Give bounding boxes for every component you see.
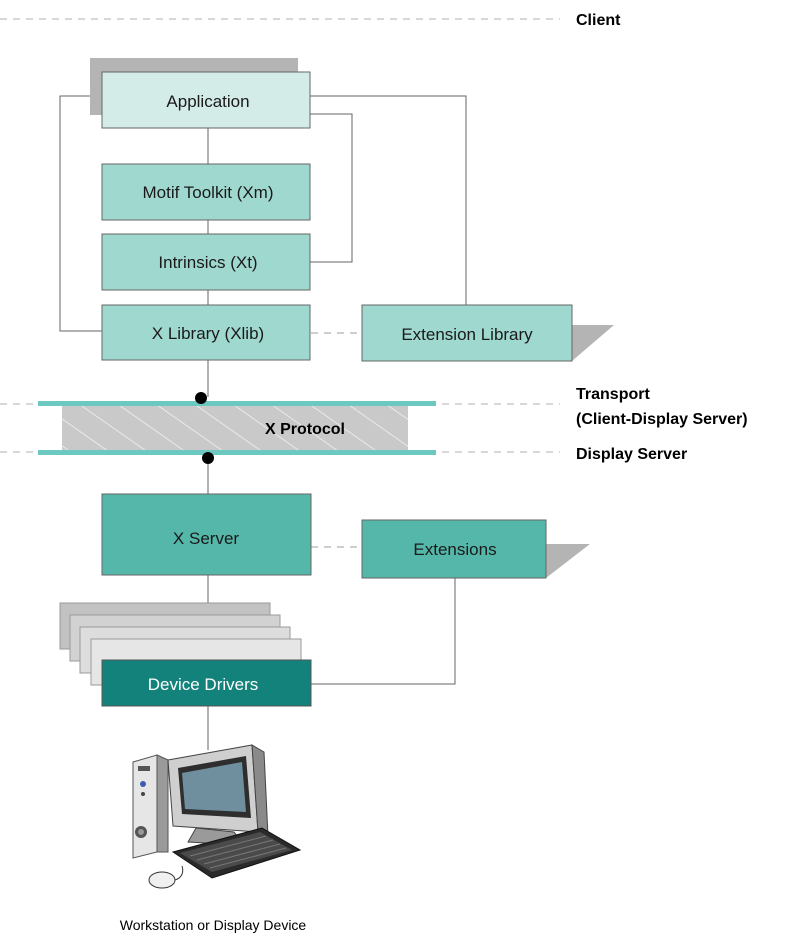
extension-library-shadow [572,325,614,361]
x-library-box: X Library (Xlib) [101,304,311,361]
client-connection-point [195,392,207,404]
extensions-box: Extensions [361,519,547,579]
intrinsics-box: Intrinsics (Xt) [101,233,311,291]
x-protocol-label: X Protocol [265,421,345,438]
device-drivers-label: Device Drivers [148,675,259,694]
extensions-label: Extensions [413,540,496,559]
device-drivers-box: Device Drivers [101,659,312,707]
application-box: Application [101,71,311,129]
x-server-box: X Server [101,493,312,576]
workstation-caption: Workstation or Display Device [120,917,307,933]
intrinsics-label: Intrinsics (Xt) [158,253,257,272]
motif-toolkit-box: Motif Toolkit (Xm) [101,163,311,221]
motif-toolkit-label: Motif Toolkit (Xm) [143,183,274,202]
client-layer-label: Client [576,12,621,29]
extensions-shadow [546,544,590,578]
x-server-label: X Server [173,529,239,548]
extension-library-label: Extension Library [401,325,533,344]
server-connection-point [202,452,214,464]
transport-layer-sublabel: (Client-Display Server) [576,411,748,428]
workstation-icon [132,744,302,889]
x-protocol-band: X Protocol [38,401,436,455]
x-library-label: X Library (Xlib) [152,324,264,343]
transport-layer-label: Transport [576,386,650,403]
application-label: Application [166,92,249,111]
display-server-layer-label: Display Server [576,446,687,463]
extension-library-box: Extension Library [361,304,573,362]
